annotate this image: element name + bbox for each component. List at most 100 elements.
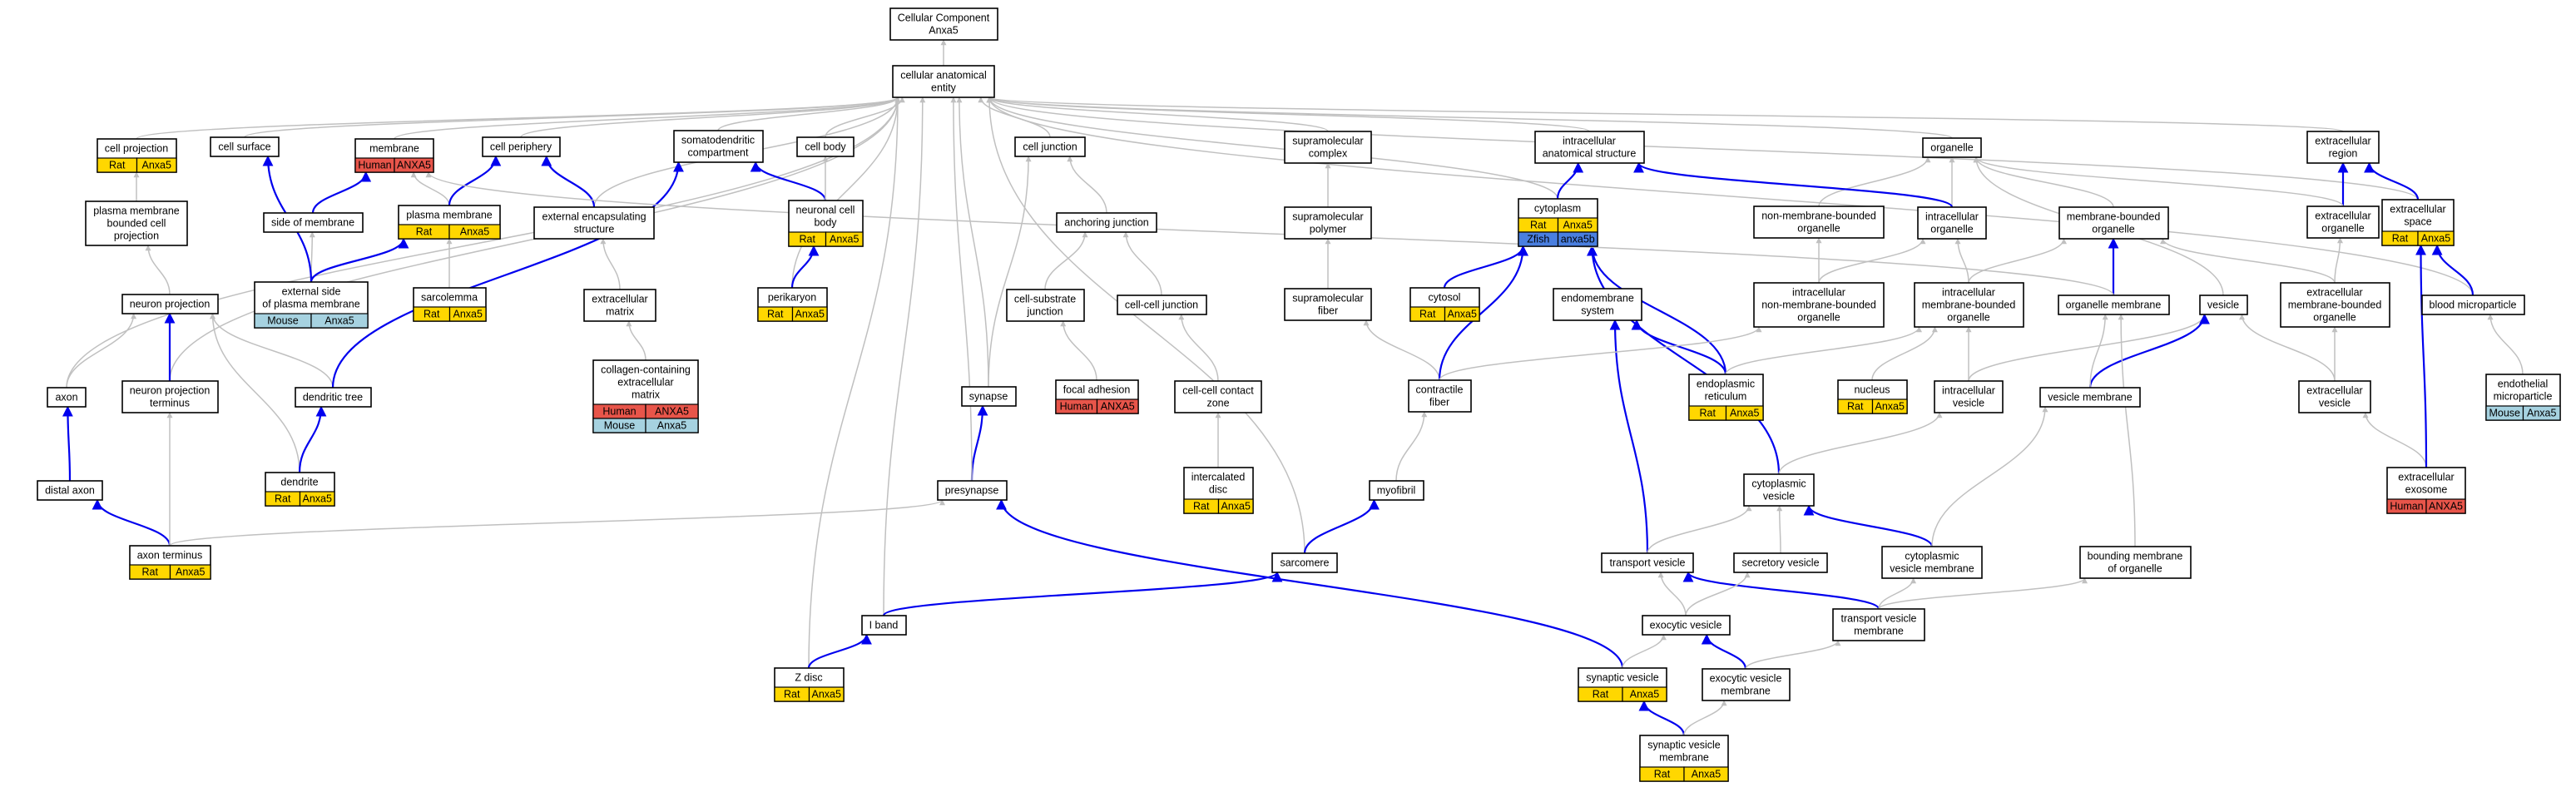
term-box bbox=[889, 7, 998, 41]
is-a-edge-ec-mb-organelle-to-mb-organelle bbox=[2160, 238, 2336, 284]
go-term-synapse[interactable]: synapse bbox=[961, 386, 1017, 407]
is-a-edge-endo-microparticle-to-blood-microparticle bbox=[2487, 314, 2524, 375]
go-term-cell-surface[interactable]: cell surface bbox=[210, 136, 280, 157]
go-term-blood-microparticle[interactable]: blood microparticle bbox=[2421, 295, 2525, 315]
term-label: neuronal cell bbox=[796, 205, 855, 216]
term-label: cell-cell contact bbox=[1182, 385, 1254, 397]
go-term-neuron-projection[interactable]: neuron projection bbox=[121, 294, 219, 314]
go-term-collagen-ecm[interactable]: collagen-containingextracellularmatrixHu… bbox=[592, 359, 699, 433]
go-term-vesicle[interactable]: vesicle bbox=[2199, 295, 2248, 315]
part-of-edge-transport-vesicle-to-endomembrane bbox=[1609, 319, 1649, 554]
is-a-edge-ecm-to-ext-encap bbox=[600, 238, 621, 290]
go-term-sarcomere[interactable]: sarcomere bbox=[1271, 552, 1338, 573]
gene-label: Anxa5 bbox=[812, 689, 841, 700]
go-term-ic-nmb-organelle[interactable]: intracellularnon-membrane-boundedorganel… bbox=[1753, 282, 1885, 328]
term-label: disc bbox=[1209, 484, 1227, 496]
gene-label: Anxa5 bbox=[453, 309, 483, 320]
is-a-edge-plasma-membrane-to-membrane bbox=[410, 171, 450, 206]
is-a-edge-cyto-vesicle-to-ic-vesicle bbox=[1778, 412, 1943, 475]
go-term-cell-cell-junction[interactable]: cell-cell junction bbox=[1117, 295, 1207, 315]
go-term-organelle[interactable]: organelle bbox=[1922, 137, 1982, 158]
go-term-anchoring-junction[interactable]: anchoring junction bbox=[1056, 212, 1157, 233]
term-label: cell junction bbox=[1023, 141, 1077, 153]
part-of-edge-i-band-to-sarcomere bbox=[882, 571, 1283, 617]
go-term-presynapse[interactable]: presynapse bbox=[937, 480, 1008, 501]
go-term-axon[interactable]: axon bbox=[47, 387, 87, 408]
term-label: nucleus bbox=[1854, 384, 1890, 396]
go-term-cell-body[interactable]: cell body bbox=[796, 136, 855, 157]
is-a-edge-organelle-membrane-to-membrane bbox=[425, 171, 2114, 296]
go-term-cell-junction[interactable]: cell junction bbox=[1014, 136, 1086, 157]
is-a-edge-tv-membrane-to-cyto-vesicle-membrane bbox=[1878, 577, 1917, 610]
term-box bbox=[961, 386, 1017, 407]
go-term-vesicle-membrane[interactable]: vesicle membrane bbox=[2039, 387, 2141, 408]
go-term-transport-vesicle[interactable]: transport vesicle bbox=[1601, 552, 1694, 573]
term-label: region bbox=[2329, 148, 2358, 160]
go-term-dendritic-tree[interactable]: dendritic tree bbox=[295, 387, 372, 408]
term-label: exocytic vesicle bbox=[1650, 620, 1722, 631]
go-term-i-band[interactable]: I band bbox=[861, 615, 907, 636]
go-term-side-of-membrane[interactable]: side of membrane bbox=[263, 212, 364, 233]
term-label: complex bbox=[1309, 148, 1348, 160]
go-term-secretory-vesicle[interactable]: secretory vesicle bbox=[1733, 552, 1828, 573]
go-term-cell-periphery[interactable]: cell periphery bbox=[482, 136, 561, 157]
go-term-myofibril[interactable]: myofibril bbox=[1369, 480, 1424, 501]
go-term-organelle-membrane[interactable]: organelle membrane bbox=[2058, 295, 2170, 315]
term-label: endoplasmic bbox=[1697, 379, 1755, 390]
gene-label: Anxa5 bbox=[303, 493, 332, 505]
term-label: cell periphery bbox=[490, 141, 552, 153]
go-term-distal-axon[interactable]: distal axon bbox=[37, 480, 103, 501]
go-term-exocytic-vesicle[interactable]: exocytic vesicle bbox=[1642, 615, 1731, 636]
